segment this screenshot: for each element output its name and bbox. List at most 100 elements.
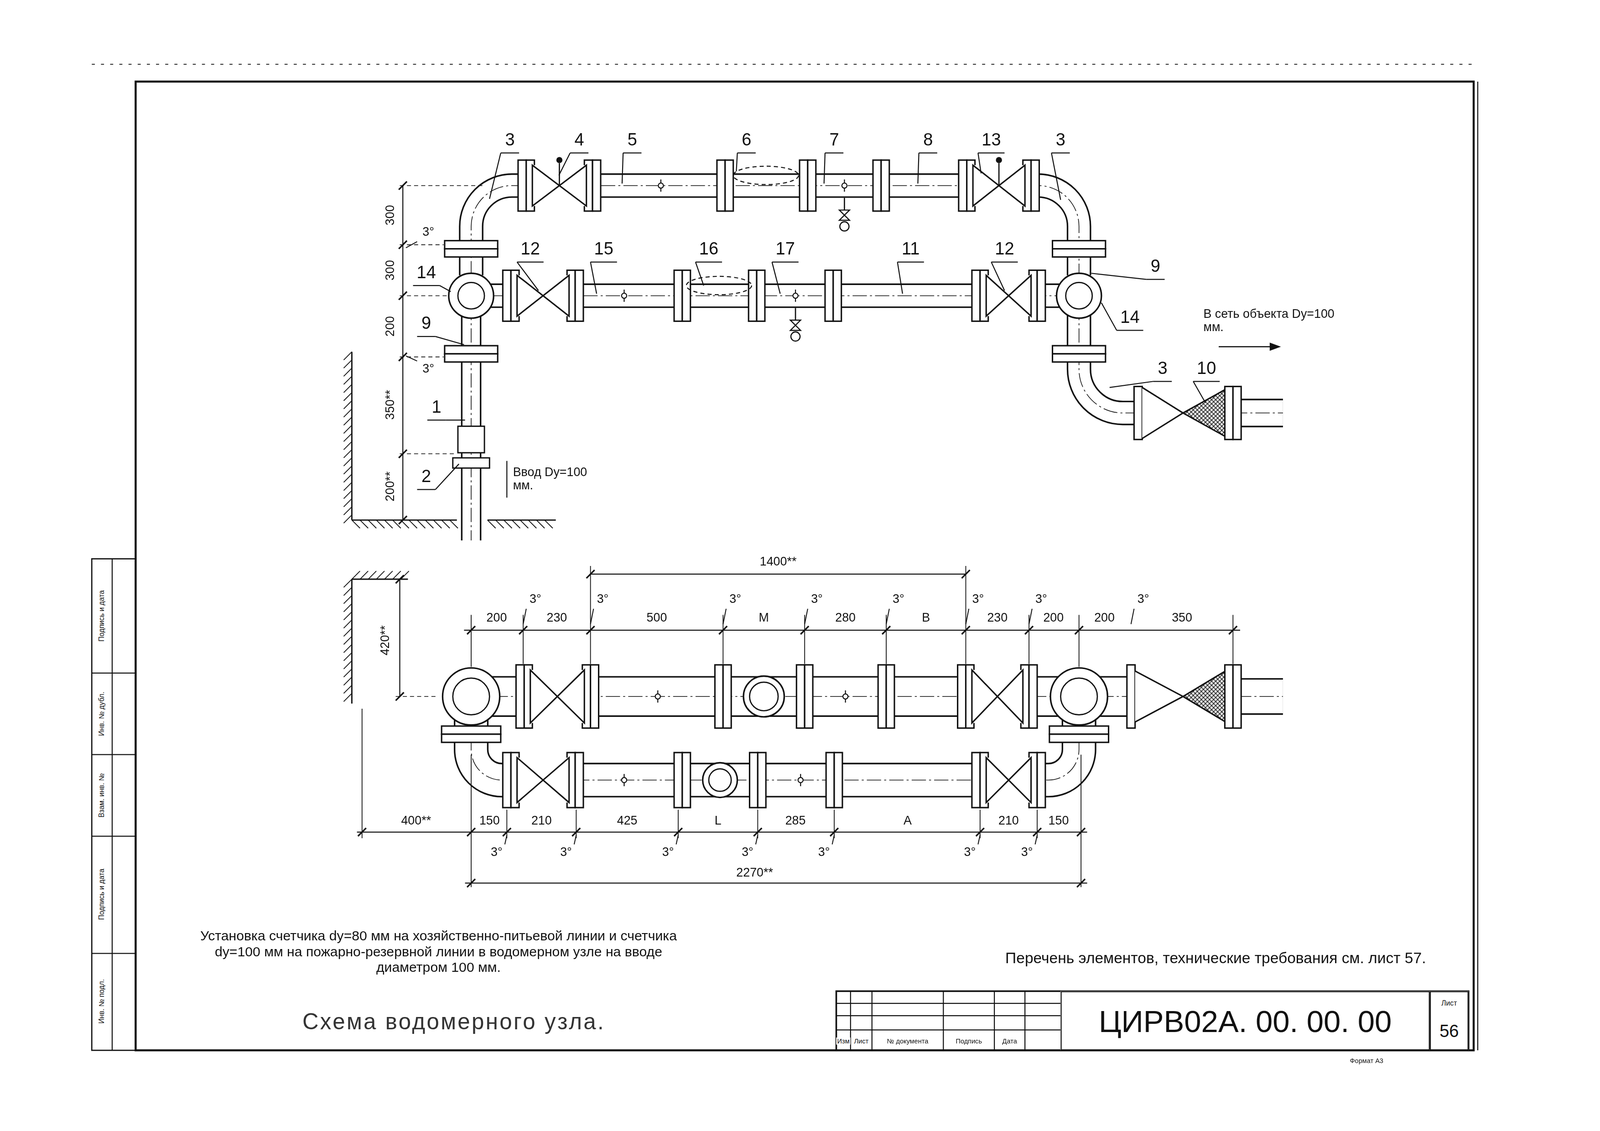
callout-shelf bbox=[1146, 279, 1165, 281]
ground-hatch bbox=[368, 571, 377, 580]
ground-hatch bbox=[384, 571, 393, 580]
angle-leader bbox=[574, 835, 577, 845]
drain-tap-stem bbox=[794, 307, 797, 321]
ground-hatch bbox=[376, 571, 385, 580]
wall-hatch bbox=[343, 644, 353, 653]
pipe-outline bbox=[1236, 678, 1284, 715]
pipe-marker bbox=[621, 777, 627, 783]
angle-leader bbox=[977, 835, 980, 845]
angle-leader bbox=[755, 835, 758, 845]
wall-hatch bbox=[343, 409, 353, 418]
dimension-line bbox=[357, 831, 1088, 833]
title-block-header: Подпись bbox=[954, 1037, 983, 1045]
pipe-bore bbox=[462, 306, 480, 541]
extension-line bbox=[400, 185, 485, 187]
wall-hatch bbox=[343, 506, 353, 515]
extension-line bbox=[590, 566, 592, 665]
callout-shelf bbox=[590, 261, 618, 263]
flange bbox=[957, 664, 967, 729]
extension-line bbox=[575, 809, 577, 839]
angle-leader bbox=[504, 835, 507, 845]
angle-leader bbox=[832, 835, 835, 845]
flange bbox=[1052, 249, 1106, 258]
flange bbox=[971, 270, 981, 322]
pipe-marker bbox=[655, 694, 661, 700]
wall-hatch bbox=[343, 474, 353, 483]
title-block bbox=[836, 991, 1469, 1051]
callout-shelf bbox=[623, 152, 642, 154]
extension-line bbox=[506, 809, 508, 839]
stamp-label: Подпись и дата bbox=[98, 867, 106, 921]
callout-number: 13 bbox=[980, 131, 1003, 151]
extension-line bbox=[395, 696, 439, 697]
dimension-label: 285 bbox=[784, 814, 807, 828]
meter-outline bbox=[686, 276, 752, 295]
angle-leader bbox=[722, 608, 727, 625]
extension-line bbox=[400, 244, 444, 246]
dimension-line bbox=[590, 573, 967, 575]
angle-note: 3° bbox=[559, 846, 573, 860]
cell-text: ЦИРВ02А. 00. 00. 00 bbox=[1098, 1003, 1392, 1038]
extension-line bbox=[470, 754, 472, 888]
dimension-label: 300 bbox=[384, 203, 398, 227]
dimension-tick bbox=[882, 626, 891, 635]
title-block-grid bbox=[871, 991, 873, 1051]
callout-number: 1 bbox=[430, 398, 443, 418]
valve-ground bbox=[986, 757, 1031, 803]
flange bbox=[881, 160, 890, 212]
ground-hatch bbox=[376, 519, 385, 529]
ground-hatch bbox=[519, 519, 529, 529]
callout-shelf bbox=[417, 336, 436, 338]
flange bbox=[674, 270, 683, 322]
callout-shelf bbox=[1193, 380, 1220, 382]
ground-hatch bbox=[544, 519, 553, 529]
dimension-tick bbox=[961, 626, 971, 635]
dimension-tick bbox=[519, 626, 528, 635]
extension-line bbox=[1080, 754, 1082, 888]
angle-note: 3° bbox=[728, 592, 743, 607]
dimension-line bbox=[465, 882, 1088, 884]
flange bbox=[444, 240, 498, 250]
dimension-tick bbox=[961, 570, 971, 579]
reducer bbox=[1142, 387, 1183, 439]
wall-hatch bbox=[343, 384, 353, 393]
dimension-tick bbox=[1076, 828, 1086, 837]
flow-arrowhead bbox=[1269, 342, 1282, 351]
sheet-number-cell: Лист56 bbox=[1429, 991, 1469, 1051]
ground-hatch bbox=[359, 571, 369, 580]
flange bbox=[958, 160, 967, 212]
tee-fitting bbox=[1056, 273, 1102, 318]
angle-note: 3° bbox=[1020, 846, 1034, 860]
callout-leader bbox=[622, 152, 624, 184]
extension-line bbox=[400, 295, 447, 297]
extension-line bbox=[833, 809, 835, 839]
ground-hatch bbox=[425, 519, 434, 529]
sheet-frame bbox=[1477, 81, 1479, 1051]
dimension-label: 200 bbox=[384, 315, 398, 338]
drain-tap bbox=[790, 332, 800, 342]
dimension-label: 280 bbox=[834, 611, 857, 625]
flange bbox=[515, 664, 525, 729]
title-block-grid bbox=[942, 991, 944, 1051]
wall-hatch bbox=[343, 579, 353, 588]
pipe-axis bbox=[1236, 696, 1284, 697]
flange bbox=[877, 664, 887, 729]
valve-ground bbox=[530, 670, 585, 723]
title-block-header: Дата bbox=[1001, 1037, 1019, 1045]
angle-leader bbox=[675, 835, 678, 845]
flange bbox=[674, 752, 683, 808]
callout-shelf bbox=[695, 261, 723, 263]
callout-leader bbox=[824, 152, 826, 184]
angle-note: 3° bbox=[817, 846, 832, 860]
angle-note: 3° bbox=[1034, 592, 1049, 607]
flange bbox=[716, 160, 726, 212]
callout-number: 14 bbox=[415, 263, 437, 283]
flange bbox=[682, 752, 691, 808]
flange bbox=[1127, 664, 1136, 729]
title-block-grid bbox=[836, 1002, 1061, 1004]
angle-note: 3° bbox=[971, 592, 985, 607]
flange bbox=[714, 664, 723, 729]
pipework bbox=[91, 64, 1478, 1051]
tee-fitting bbox=[1065, 282, 1093, 309]
flange bbox=[804, 664, 813, 729]
